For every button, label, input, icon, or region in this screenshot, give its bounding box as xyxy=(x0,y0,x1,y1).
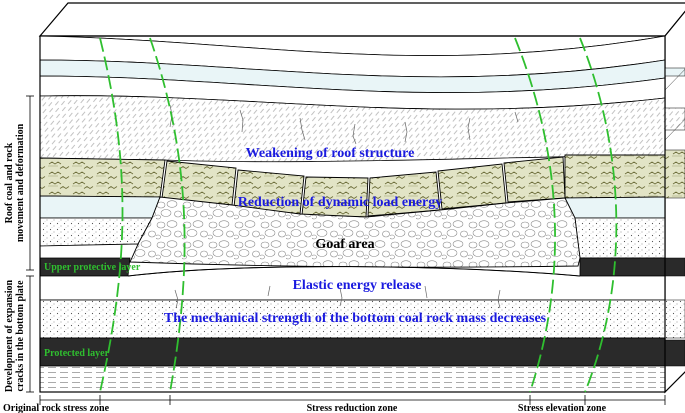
stress-boundaries xyxy=(99,37,618,393)
side-top-line-2: movement and deformation xyxy=(15,123,26,242)
side-label-top: Roof coal and rock movement and deformat… xyxy=(4,123,26,242)
zone-dimension-lines xyxy=(39,395,666,405)
goaf-area xyxy=(129,196,581,268)
protected-coal xyxy=(39,337,666,367)
boundary-curve-1 xyxy=(99,37,124,393)
boundary-curve-3 xyxy=(514,37,556,393)
boundary-curve-2 xyxy=(149,37,186,393)
side-label-bottom: Development of expansion cracks in the b… xyxy=(4,279,26,392)
front-strata xyxy=(39,35,666,393)
label-goaf: Goaf area xyxy=(315,237,374,252)
boundary-curve-4 xyxy=(579,37,618,393)
side-top-line-1: Roof coal and rock xyxy=(4,142,15,223)
label-protected: Protected layer xyxy=(44,348,110,359)
side-brackets xyxy=(26,95,34,393)
side-bottom-line-2: cracks in the bottom plate xyxy=(15,280,26,392)
label-reduction: Reduction of dynamic load energy xyxy=(238,195,443,210)
zone-reduction: Stress reduction zone xyxy=(307,403,398,413)
right-side-face xyxy=(664,10,685,394)
label-mechanical: The mechanical strength of the bottom co… xyxy=(164,311,547,326)
label-upper-protective: Upper protective layer xyxy=(44,262,141,273)
label-elastic: Elastic energy release xyxy=(293,278,422,293)
zone-original: Original rock stress zone xyxy=(3,403,110,413)
label-weakening: Weakening of roof structure xyxy=(246,146,415,161)
side-bottom-line-1: Development of expansion xyxy=(4,279,15,392)
zone-elevation: Stress elevation zone xyxy=(518,403,607,413)
